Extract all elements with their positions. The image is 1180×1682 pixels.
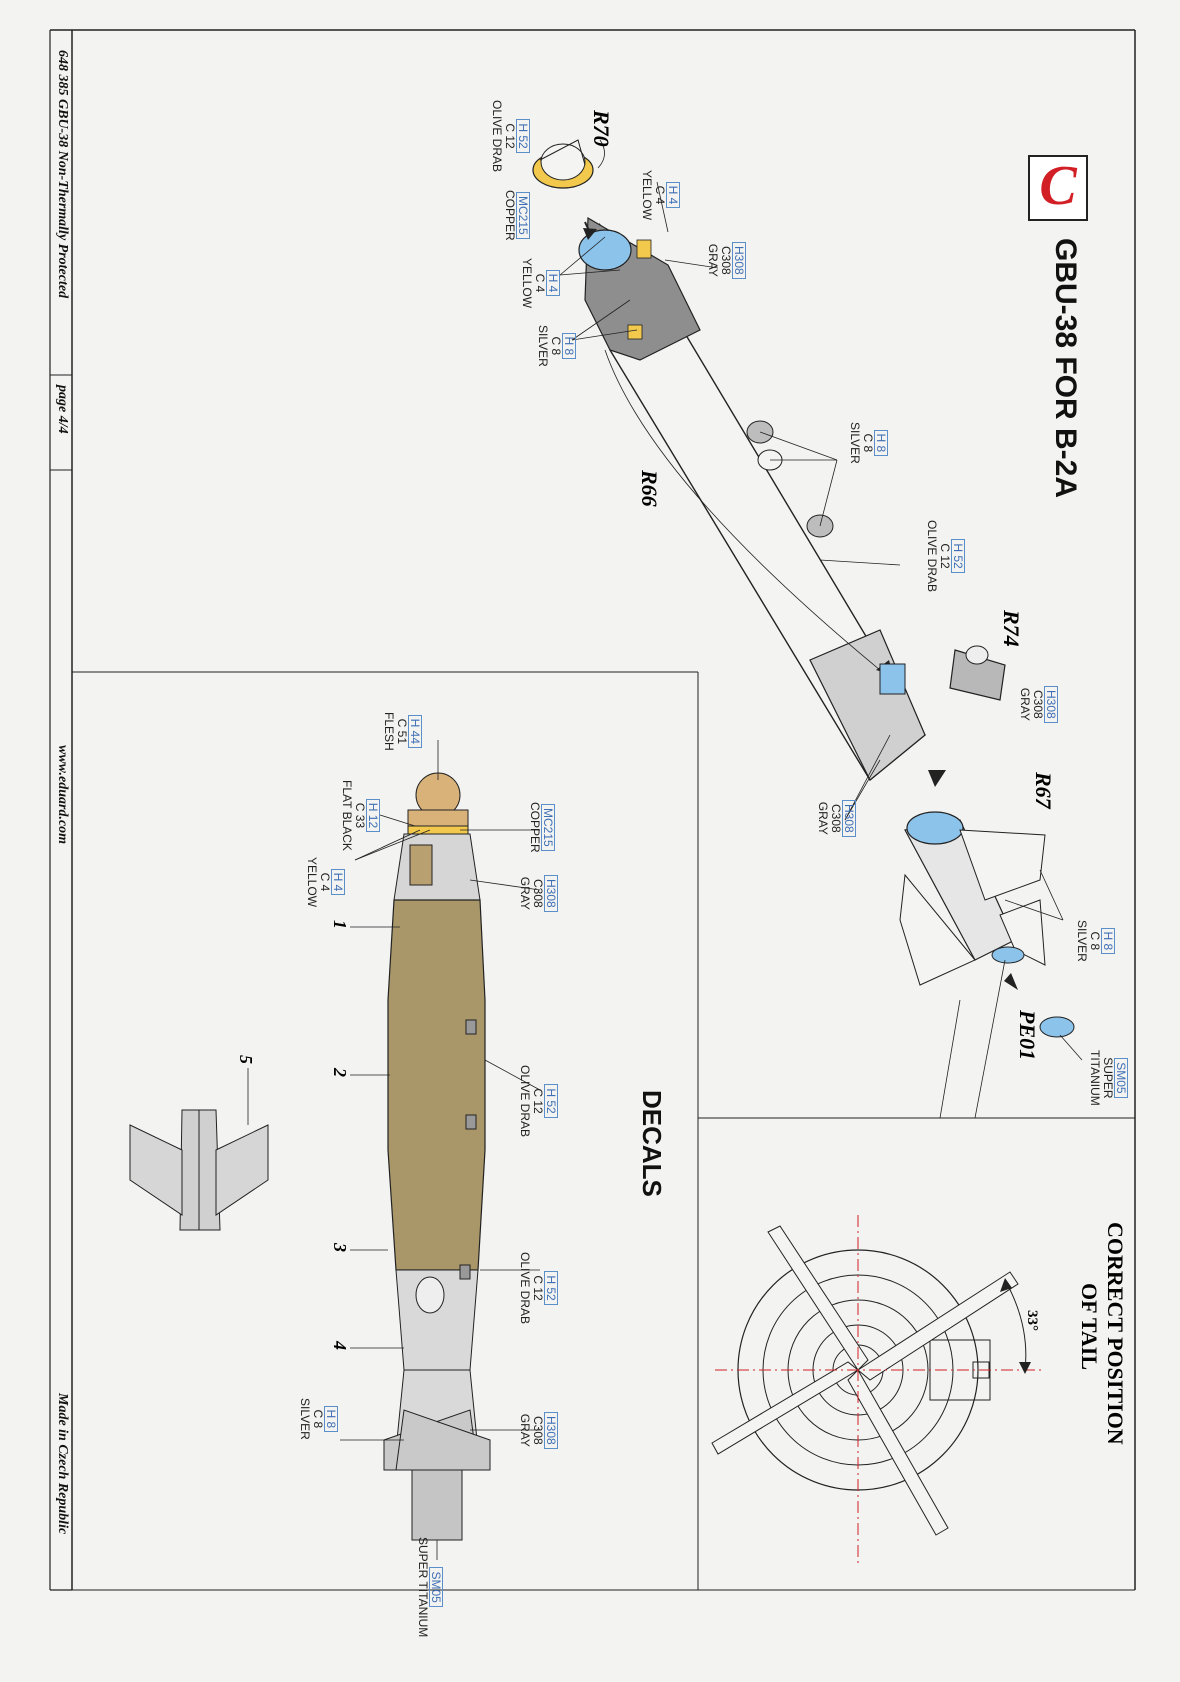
decal-5-fin-left	[129, 1124, 183, 1216]
tail-angle-arrow-1	[1000, 1278, 1012, 1292]
arrowhead-pe01	[1004, 973, 1018, 990]
r74-part	[949, 649, 1006, 701]
decal-5-fin-right	[215, 1124, 269, 1216]
r67-fin-3	[999, 899, 1046, 966]
tail-angle-arc	[1004, 1279, 1027, 1371]
decal-lug-1	[465, 1019, 477, 1035]
decal-lug-3	[459, 1264, 471, 1280]
nose-opening	[578, 229, 632, 271]
r74-mount	[879, 663, 906, 695]
decal-tail-cone	[411, 1469, 463, 1541]
r67-fin-2	[899, 873, 976, 986]
bomb-body-rear	[809, 629, 926, 781]
leader-lines-part-names	[597, 139, 881, 671]
yellow-band-1	[636, 239, 652, 259]
decal-adapter-panel	[409, 844, 433, 886]
pe01-part	[1039, 1016, 1075, 1038]
r70-cap-detail	[539, 139, 586, 166]
r67-fin-1	[959, 829, 1046, 901]
step-letter: C	[1039, 155, 1077, 217]
yellow-band-2	[627, 324, 643, 340]
tail-fins	[711, 1225, 1019, 1536]
decal-leader-lines	[247, 740, 541, 1560]
r74-boss	[965, 645, 989, 665]
step-logo: C	[1028, 155, 1088, 221]
r70-cap-top	[540, 143, 586, 181]
leader-lines-upper	[559, 181, 1083, 1119]
arrowhead-r67	[928, 770, 946, 787]
decal-hatch	[415, 1276, 445, 1314]
tail-angle-arrow-2	[1019, 1362, 1031, 1374]
r67-tail-opening	[906, 811, 964, 845]
arrowhead-r70	[583, 228, 597, 240]
decal-lug-2	[465, 1114, 477, 1130]
decal-fin-b	[395, 1409, 491, 1471]
r67-tail-end	[991, 946, 1025, 964]
